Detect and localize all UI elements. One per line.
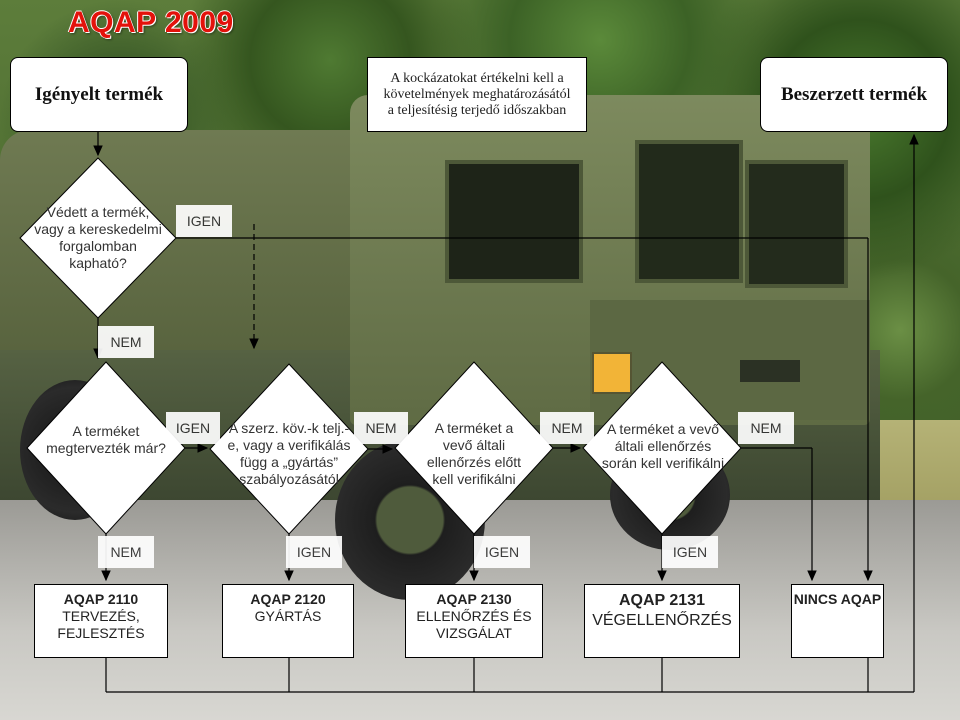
outcome-aqap-2130: AQAP 2130 ELLENŐRZÉS ÉS VIZSGÁLAT: [405, 584, 543, 658]
decision-line: vevő általi: [442, 437, 506, 453]
decision-line: kell verifikálni: [432, 471, 516, 487]
decision-line: kapható?: [69, 255, 127, 271]
decision-line: ellenőrzés előtt: [426, 454, 522, 470]
decision-line: A terméket: [72, 423, 140, 439]
decision-line: A szerz. köv.-k telj.-: [228, 420, 350, 436]
decision-line: során kell verifikálni: [601, 454, 725, 471]
requested-product-box: Igényelt termék: [10, 57, 188, 132]
outcome-code: AQAP 2130: [436, 591, 512, 607]
decision-line: Védett a termék,: [46, 204, 150, 220]
decision-line: A terméket a: [434, 420, 514, 436]
edge-label-yes-contract: IGEN: [286, 536, 342, 568]
truck-door-window: [445, 160, 583, 283]
outcome-aqap-2110: AQAP 2110 TERVEZÉS, FEJLESZTÉS: [34, 584, 168, 658]
decision-line: A terméket a vevő: [606, 420, 720, 437]
outcome-code: AQAP 2120: [250, 591, 326, 607]
truck-headlamp: [592, 352, 632, 394]
outcome-code: NINCS AQAP: [793, 591, 882, 607]
outcome-no-aqap: NINCS AQAP: [791, 584, 884, 658]
edge-label-no-designed: NEM: [98, 536, 154, 568]
edge-label-no-verify-final: NEM: [738, 412, 794, 444]
risk-note-box: A kockázatokat értékelni kell a követelm…: [367, 57, 587, 132]
decision-line: szabályozásától: [239, 471, 339, 487]
decision-verify-before-text: A terméket a vevő általi ellenőrzés előt…: [410, 418, 538, 490]
decision-line: megtervezték már?: [46, 440, 166, 456]
decision-protected-text: Védett a termék, vagy a kereskedelmi for…: [34, 198, 162, 278]
page-title: AQAP 2009: [68, 6, 234, 39]
decision-designed-text: A terméket megtervezték már?: [38, 420, 174, 460]
risk-note-line: a teljesítésig terjedő időszakban: [387, 102, 567, 118]
edge-label-no-verify-before: NEM: [540, 412, 594, 444]
risk-note-line: A kockázatokat értékelni kell a: [390, 70, 564, 86]
edge-label-yes-verify-final: IGEN: [662, 536, 718, 568]
procured-product-box: Beszerzett termék: [760, 57, 948, 132]
outcome-line: TERVEZÉS,: [62, 608, 140, 624]
outcome-aqap-2131: AQAP 2131 VÉGELLENŐRZÉS: [584, 584, 740, 658]
truck-plate: [740, 360, 800, 382]
outcome-line: VÉGELLENŐRZÉS: [592, 612, 732, 629]
decision-line: forgalomban: [59, 238, 137, 254]
outcome-line: ELLENŐRZÉS ÉS: [416, 608, 532, 624]
edge-label-no-protected: NEM: [98, 326, 154, 358]
decision-line: vagy a kereskedelmi: [34, 221, 162, 237]
outcome-code: AQAP 2110: [63, 591, 139, 607]
edge-label-yes-designed: IGEN: [166, 412, 220, 444]
decision-verify-final-text: A terméket a vevő általi ellenőrzés sorá…: [596, 418, 730, 474]
edge-label-no-contract: NEM: [354, 412, 408, 444]
decision-line: függ a „gyártás”: [239, 454, 339, 470]
risk-note-line: követelmények meghatározásától: [383, 86, 571, 102]
outcome-line: VIZSGÁLAT: [436, 625, 512, 641]
decision-line: e, vagy a verifikálás: [227, 437, 351, 453]
decision-line: általi ellenőrzés: [614, 437, 712, 454]
outcome-line: FEJLESZTÉS: [57, 625, 145, 641]
outcome-aqap-2120: AQAP 2120 GYÁRTÁS: [222, 584, 354, 658]
truck-windshield-left: [635, 140, 743, 283]
decision-contract-text: A szerz. köv.-k telj.- e, vagy a verifik…: [216, 418, 362, 490]
edge-label-yes-verify-before: IGEN: [474, 536, 530, 568]
edge-label-yes-protected: IGEN: [176, 205, 232, 237]
truck-windshield-right: [745, 160, 848, 288]
outcome-code: AQAP 2131: [619, 592, 705, 609]
outcome-line: GYÁRTÁS: [254, 608, 322, 624]
